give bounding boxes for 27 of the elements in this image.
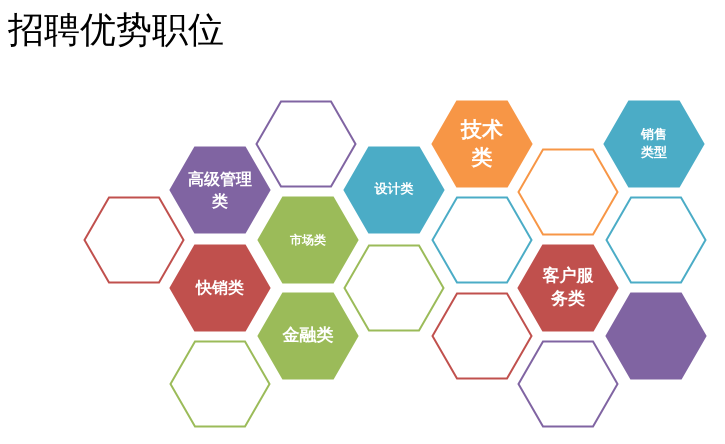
hexagon xyxy=(431,100,533,188)
hexagon xyxy=(257,196,359,284)
hexagon xyxy=(169,244,271,332)
hexagon-outline xyxy=(517,148,619,236)
hexagon-outline xyxy=(605,196,707,284)
hexagon-label: 设计类 xyxy=(373,181,414,199)
hexagon-outline xyxy=(83,196,185,284)
title: 招聘优势职位 xyxy=(8,9,224,53)
hexagon-outline xyxy=(343,244,445,332)
hexagon-outline xyxy=(431,196,533,284)
hexagon xyxy=(605,292,707,380)
hexagon-label: 销售类型 xyxy=(640,126,668,162)
hexagon xyxy=(343,146,445,234)
hexagon-label: 高级管理类 xyxy=(187,168,253,212)
hexagon-outline xyxy=(169,340,271,428)
hexagon-outline xyxy=(431,292,533,380)
hexagon-outline xyxy=(517,340,619,428)
hexagon-label: 客户服务类 xyxy=(542,265,594,311)
hexagon-outline xyxy=(255,100,357,188)
hexagon-label: 金融类 xyxy=(282,324,334,348)
hexagon xyxy=(169,146,271,234)
hexagon-label: 市场类 xyxy=(289,232,327,248)
hexagon-label: 技术类 xyxy=(460,116,504,172)
hexagon xyxy=(603,100,705,188)
hexagon xyxy=(517,244,619,332)
hexagon-label: 快销类 xyxy=(194,277,245,299)
hexagon xyxy=(257,292,359,380)
